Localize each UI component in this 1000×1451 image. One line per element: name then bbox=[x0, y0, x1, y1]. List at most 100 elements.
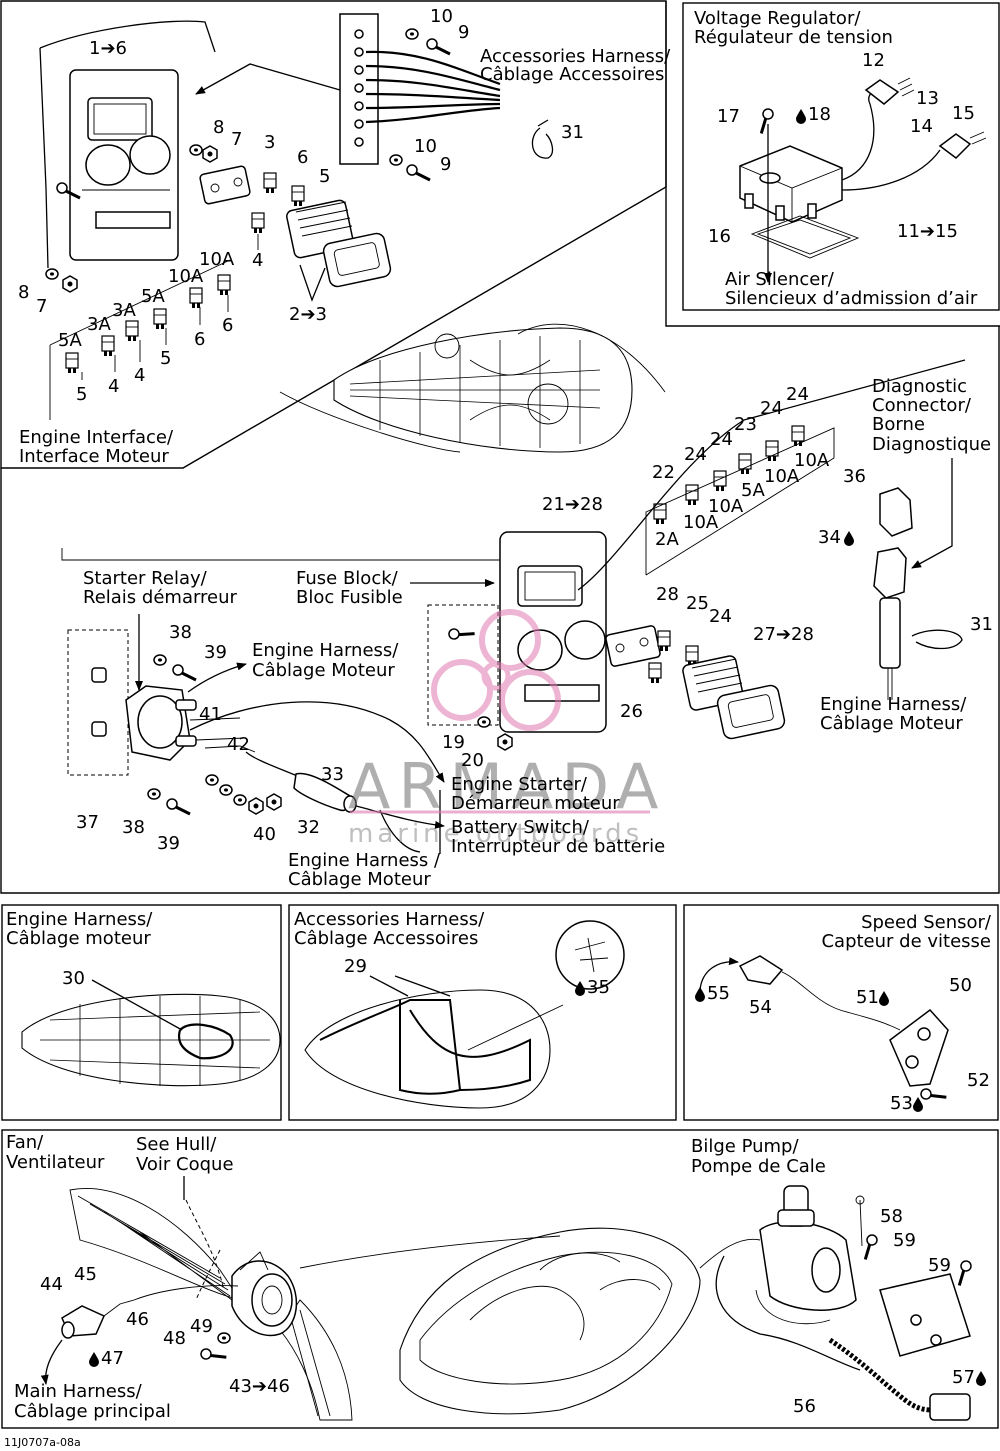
voltage-regulator-frame bbox=[682, 2, 1000, 311]
fuse-label-10a-1: 10A bbox=[199, 249, 235, 270]
fuse-label-5a-1: 5A bbox=[141, 286, 165, 307]
label-engine-starter-1: Engine Starter/ bbox=[451, 774, 588, 795]
callout-43-46: 43➔46 bbox=[229, 1376, 290, 1397]
callout-21-28: 21➔28 bbox=[542, 494, 603, 515]
callout-50: 50 bbox=[949, 975, 972, 996]
callout-39a: 39 bbox=[204, 642, 227, 663]
callout-24e: 24 bbox=[684, 444, 707, 465]
callout-59b: 59 bbox=[928, 1255, 951, 1276]
accessories-harness-frame bbox=[288, 904, 677, 1121]
label-accessories-harness-panel-1: Accessories Harness/ bbox=[294, 909, 485, 930]
callout-1-6: 1➔6 bbox=[89, 38, 127, 59]
label-speed-sensor-1: Speed Sensor/ bbox=[861, 912, 992, 933]
label-fan-1: Fan/ bbox=[6, 1132, 44, 1153]
label-engine-harness-3b: Câblage Moteur bbox=[288, 869, 431, 890]
label-engine-harness-panel-2: Câblage moteur bbox=[6, 928, 151, 949]
callout-19: 19 bbox=[442, 732, 465, 753]
callout-17: 17 bbox=[717, 106, 740, 127]
callout-10b: 10 bbox=[414, 136, 437, 157]
drop-icon bbox=[879, 991, 889, 1006]
voltage-regulator-drawing bbox=[739, 77, 987, 283]
label-diagnostic-1: Diagnostic bbox=[872, 376, 967, 397]
label-fuse-block-1: Fuse Block/ bbox=[296, 568, 399, 589]
callout-27-28: 27➔28 bbox=[753, 624, 814, 645]
callout-15: 15 bbox=[952, 103, 975, 124]
label-battery-switch-1: Battery Switch/ bbox=[451, 817, 590, 838]
callout-24d: 24 bbox=[709, 606, 732, 627]
fuse-label-10a-6: 10A bbox=[683, 512, 719, 533]
callout-9b: 9 bbox=[440, 154, 451, 175]
callout-46: 46 bbox=[126, 1309, 149, 1330]
fan-bilge-drawing bbox=[40, 1176, 976, 1421]
fuse-label-10a-5: 10A bbox=[708, 496, 744, 517]
fan-bilge-frame bbox=[1, 1129, 999, 1429]
fuse-label-5a-3: 5A bbox=[741, 480, 765, 501]
label-engine-interface-1: Engine Interface/ bbox=[19, 427, 174, 448]
callout-7b: 7 bbox=[36, 296, 47, 317]
callout-29: 29 bbox=[344, 956, 367, 977]
fuse-label-5a-2: 5A bbox=[58, 330, 82, 351]
label-bilge-pump-2: Pompe de Cale bbox=[691, 1156, 826, 1177]
label-engine-harness-1a: Engine Harness/ bbox=[252, 640, 399, 661]
callout-3a: 3 bbox=[264, 132, 275, 153]
label-diagnostic-4: Diagnostique bbox=[872, 434, 991, 455]
callout-32: 32 bbox=[297, 817, 320, 838]
callout-12: 12 bbox=[862, 50, 885, 71]
callout-48: 48 bbox=[163, 1328, 186, 1349]
callout-38a: 38 bbox=[169, 622, 192, 643]
fuse-label-3a-1: 3A bbox=[112, 300, 136, 321]
callout-42: 42 bbox=[227, 734, 250, 755]
callout-22: 22 bbox=[652, 462, 675, 483]
callout-54: 54 bbox=[749, 997, 772, 1018]
label-diagnostic-3: Borne bbox=[872, 414, 925, 435]
callout-5a: 5 bbox=[319, 166, 330, 187]
label-accessories-harness-2: Câblage Accessoires bbox=[480, 64, 664, 85]
label-main-harness-2: Câblage principal bbox=[14, 1401, 171, 1422]
callout-7a: 7 bbox=[231, 129, 242, 150]
callout-6c: 6 bbox=[194, 329, 205, 350]
callout-57: 57 bbox=[952, 1367, 975, 1388]
fuse-label-10a-4: 10A bbox=[764, 466, 800, 487]
callout-16: 16 bbox=[708, 226, 731, 247]
engine-interface-drawing bbox=[39, 13, 666, 453]
callout-numbers: 1➔6 10 9 31 8 7 3 6 5 10 9 4 8 7 2➔3 10A… bbox=[18, 6, 993, 1417]
label-see-hull-1: See Hull/ bbox=[136, 1134, 217, 1155]
drop-icon bbox=[89, 1352, 99, 1367]
callout-8a: 8 bbox=[213, 117, 224, 138]
callout-38b: 38 bbox=[122, 817, 145, 838]
label-voltage-regulator-2: Régulateur de tension bbox=[694, 27, 893, 48]
fuse-block-drawing bbox=[61, 359, 966, 854]
callout-37: 37 bbox=[76, 812, 99, 833]
frame-divider bbox=[665, 1, 1000, 327]
callout-24b: 24 bbox=[760, 398, 783, 419]
callout-2-3: 2➔3 bbox=[289, 304, 327, 325]
callout-36: 36 bbox=[843, 466, 866, 487]
callout-14: 14 bbox=[910, 116, 933, 137]
label-fuse-block-2: Bloc Fusible bbox=[296, 587, 403, 608]
drop-icon bbox=[844, 531, 854, 546]
callout-31b: 31 bbox=[970, 614, 993, 635]
label-air-silencer-1: Air Silencer/ bbox=[725, 269, 835, 290]
callout-39b: 39 bbox=[157, 833, 180, 854]
callout-41: 41 bbox=[199, 704, 222, 725]
label-engine-harness-1b: Câblage Moteur bbox=[252, 660, 395, 681]
callout-45: 45 bbox=[74, 1264, 97, 1285]
callout-53: 53 bbox=[890, 1093, 913, 1114]
flower-logo bbox=[431, 609, 561, 731]
callout-58: 58 bbox=[880, 1206, 903, 1227]
engine-harness-panel-drawing bbox=[21, 979, 281, 1087]
callout-52: 52 bbox=[967, 1070, 990, 1091]
callout-4c: 4 bbox=[108, 376, 119, 397]
watermark-tagline: marine outboards bbox=[348, 819, 643, 849]
callout-11-15: 11➔15 bbox=[897, 221, 958, 242]
label-accessories-harness-panel-2: Câblage Accessoires bbox=[294, 928, 478, 949]
callout-6a: 6 bbox=[297, 147, 308, 168]
label-bilge-pump-1: Bilge Pump/ bbox=[691, 1136, 799, 1157]
label-engine-harness-2b: Câblage Moteur bbox=[820, 713, 963, 734]
callout-51: 51 bbox=[856, 987, 879, 1008]
callout-49: 49 bbox=[190, 1316, 213, 1337]
accessories-harness-panel-drawing bbox=[304, 920, 625, 1109]
label-main-harness-1: Main Harness/ bbox=[14, 1381, 143, 1402]
callout-59a: 59 bbox=[893, 1230, 916, 1251]
